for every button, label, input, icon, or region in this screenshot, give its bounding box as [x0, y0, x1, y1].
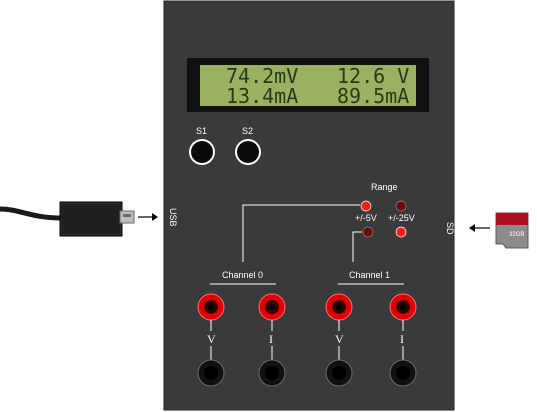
- jack-ch0-i-black[interactable]: [258, 359, 286, 387]
- lcd-row1-left: 74.2mV: [226, 64, 298, 88]
- jack-ch1-i-black[interactable]: [389, 359, 417, 387]
- button-s2-label: S2: [242, 126, 253, 136]
- channel0-connector-line: [242, 204, 360, 262]
- channel0-label: Channel 0: [222, 270, 263, 280]
- button-s1-label: S1: [196, 126, 207, 136]
- channel1-connector-line: [352, 231, 362, 262]
- lcd-screen: [200, 65, 416, 106]
- led-ch0-25v: [395, 200, 407, 212]
- sd-card-icon: 32GB: [495, 212, 529, 249]
- jack-ch1-v-black[interactable]: [325, 359, 353, 387]
- jack-ch0-i-label: I: [269, 332, 273, 346]
- led-ch1-5v: [362, 226, 374, 238]
- arrow-right-icon: [138, 213, 158, 221]
- range-high-label: +/-25V: [388, 213, 415, 223]
- jack-ch0-v-label: V: [207, 332, 216, 346]
- usb-cable-icon: [0, 201, 135, 237]
- led-ch1-25v: [395, 226, 407, 238]
- range-low-label: +/-5V: [355, 213, 377, 223]
- lcd-row2-left: 13.4mA: [226, 84, 298, 108]
- lcd-row2-right: 89.5mA: [337, 84, 409, 108]
- jack-ch1-v-red[interactable]: [325, 293, 353, 321]
- usb-port-label: USB: [168, 208, 178, 227]
- channel1-label: Channel 1: [349, 270, 390, 280]
- sd-slot-label: SD: [445, 222, 455, 235]
- jack-ch1-v-label: V: [335, 332, 344, 346]
- jack-ch0-v-black[interactable]: [197, 359, 225, 387]
- jack-ch1-i-red[interactable]: [389, 293, 417, 321]
- button-s1[interactable]: [189, 139, 215, 165]
- led-ch0-5v: [360, 200, 372, 212]
- range-title: Range: [371, 182, 398, 192]
- lcd-row1-right: 12.6 V: [337, 64, 409, 88]
- jack-ch0-i-red[interactable]: [258, 293, 286, 321]
- jack-ch0-v-red[interactable]: [197, 293, 225, 321]
- lcd-display: 74.2mV 12.6 V 13.4mA 89.5mA: [187, 58, 429, 112]
- sd-card-capacity: 32GB: [509, 232, 524, 238]
- jack-ch1-i-label: I: [400, 332, 404, 346]
- arrow-left-icon: [469, 224, 490, 232]
- button-s2[interactable]: [235, 139, 261, 165]
